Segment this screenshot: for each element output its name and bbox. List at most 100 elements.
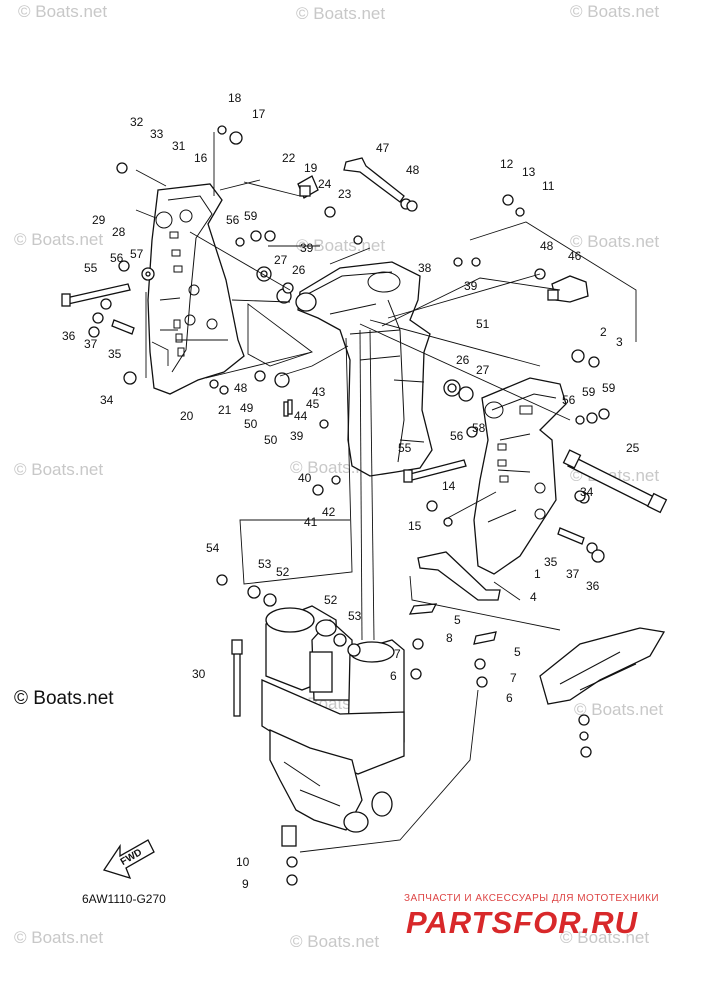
callout: 45: [306, 397, 320, 411]
callout: 39: [464, 279, 478, 293]
callout: 19: [304, 161, 318, 175]
callout: 24: [318, 177, 332, 191]
callout: 39: [290, 429, 304, 443]
callout: 32: [130, 115, 144, 129]
callout: 48: [540, 239, 554, 253]
callout: 54: [206, 541, 220, 555]
lower-unit-fragment: [539, 627, 666, 758]
callout: 39: [300, 241, 314, 255]
callout: 7: [510, 671, 517, 685]
callout: 59: [602, 381, 616, 395]
callout: 13: [522, 165, 536, 179]
callout: 55: [84, 261, 98, 275]
callout: 29: [92, 213, 106, 227]
watermark: © Boats.net: [296, 236, 386, 255]
watermark: © Boats.net: [574, 700, 664, 719]
callout: 47: [376, 141, 390, 155]
callout: 36: [586, 579, 600, 593]
callout: 56: [226, 213, 240, 227]
callout: 40: [298, 471, 312, 485]
callout: 34: [100, 393, 114, 407]
watermark: © Boats.net: [560, 928, 650, 947]
copyright-label: © Boats.net: [14, 688, 114, 709]
power-trim-tilt-unit: [261, 605, 405, 847]
callout: 23: [338, 187, 352, 201]
callout: 38: [418, 261, 432, 275]
callout: 43: [312, 385, 326, 399]
watermark: © Boats.net: [290, 932, 380, 951]
watermark: © Boats.net: [14, 230, 104, 249]
callout: 27: [274, 253, 288, 267]
callout: 59: [244, 209, 258, 223]
callout: 3: [616, 335, 623, 349]
callout: 26: [456, 353, 470, 367]
callout: 26: [292, 263, 306, 277]
callout: 21: [218, 403, 232, 417]
callout: 8: [446, 631, 453, 645]
brand-logo[interactable]: PARTSFOR.RU: [406, 905, 639, 940]
callout: 17: [252, 107, 266, 121]
callout: 53: [348, 609, 362, 623]
callout: 56: [450, 429, 464, 443]
callout: 42: [322, 505, 336, 519]
callout: 51: [476, 317, 490, 331]
callout: 14: [442, 479, 456, 493]
cable-tie: [231, 639, 243, 717]
callout: 52: [276, 565, 290, 579]
callout: 22: [282, 151, 296, 165]
brand-tagline: ЗАПЧАСТИ И АКСЕССУАРЫ ДЛЯ МОТОТЕХНИКИ: [404, 893, 660, 904]
tilt-pin: [343, 157, 412, 210]
callout: 37: [84, 337, 98, 351]
diagram-code: 6AW1110-G270: [82, 892, 166, 906]
assembly-lines: [135, 132, 637, 853]
callout-labels: 1 2 3 4 5 5 6 6 7 7 8 9 10 11 12 13 14 1…: [62, 91, 640, 891]
callout: 50: [264, 433, 278, 447]
watermark: © Boats.net: [18, 2, 108, 21]
callout: 56: [110, 251, 124, 265]
callout: 31: [172, 139, 186, 153]
callout: 6: [390, 669, 397, 683]
callout: 6: [506, 691, 513, 705]
callout: 52: [324, 593, 338, 607]
fwd-arrow-icon: [102, 839, 155, 880]
right-clamp-bracket: [473, 377, 567, 575]
callout: 2: [600, 325, 607, 339]
callout: 33: [150, 127, 164, 141]
callout: 5: [514, 645, 521, 659]
anode-bracket-46: [547, 275, 589, 303]
callout: 59: [582, 385, 596, 399]
watermark: © Boats.net: [14, 928, 104, 947]
tilt-shaft: [562, 449, 668, 514]
callout: 44: [294, 409, 308, 423]
watermark: © Boats.net: [296, 4, 386, 23]
callout: 56: [562, 393, 576, 407]
callout: 35: [108, 347, 122, 361]
callout: 37: [566, 567, 580, 581]
watermark: © Boats.net: [14, 460, 104, 479]
callout: 28: [112, 225, 126, 239]
callout: 9: [242, 877, 249, 891]
callout: 18: [228, 91, 242, 105]
callout: 50: [244, 417, 258, 431]
callout: 41: [304, 515, 318, 529]
callout: 46: [568, 249, 582, 263]
callout: 1: [534, 567, 541, 581]
callout: 53: [258, 557, 272, 571]
callout: 35: [544, 555, 558, 569]
left-clamp-bracket: [147, 183, 245, 395]
callout: 16: [194, 151, 208, 165]
callout: 49: [240, 401, 254, 415]
swivel-bracket: [295, 261, 433, 477]
callout: 34: [580, 485, 594, 499]
callout: 15: [408, 519, 422, 533]
callout: 4: [530, 590, 537, 604]
callout: 10: [236, 855, 250, 869]
callout: 58: [472, 421, 486, 435]
watermark: © Boats.net: [570, 2, 660, 21]
callout: 5: [454, 613, 461, 627]
callout: 55: [398, 441, 412, 455]
callout: 57: [130, 247, 144, 261]
callout: 48: [406, 163, 420, 177]
